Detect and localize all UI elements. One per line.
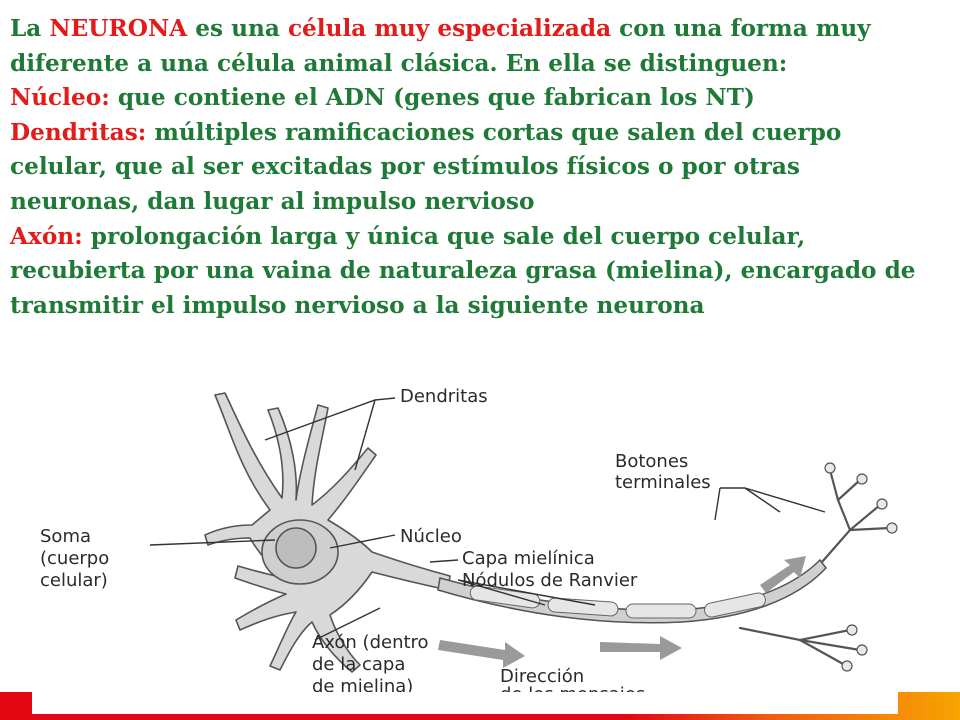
label-dendritas: Dendritas <box>400 386 488 407</box>
neuron-diagram: Dendritas Botones terminales Soma (cuerp… <box>40 386 898 700</box>
intro-line-2: diferente a una célula animal clásica. E… <box>10 49 788 77</box>
terminal-branches <box>738 468 892 667</box>
label-soma-1: Soma <box>40 526 91 547</box>
label-soma-2: (cuerpo <box>40 548 109 569</box>
footer-white-strip <box>32 692 898 714</box>
intro-text: La <box>10 15 50 42</box>
label-direccion-1: Dirección <box>500 666 584 687</box>
label-axon-2: de la capa <box>312 654 405 675</box>
axon-desc: prolongación larga y única que sale del … <box>82 222 806 250</box>
axon-line-1: Axón: prolongación larga y única que sal… <box>10 220 955 255</box>
terminal-buttons <box>824 462 898 672</box>
leader-lines <box>149 397 826 641</box>
label-botones-2: terminales <box>615 472 711 493</box>
celula-term: célula muy especializada <box>287 15 612 42</box>
dendritas-line-2: celular, que al ser excitadas por estímu… <box>10 153 800 181</box>
axon-line-2: recubierta por una vaina de naturaleza g… <box>10 257 916 285</box>
intro-text: es una <box>187 15 288 42</box>
neurona-term: NEURONA <box>49 15 188 42</box>
diagram-labels: Dendritas Botones terminales Soma (cuerp… <box>40 386 711 700</box>
axon-line-3: transmitir el impulso nervioso a la sigu… <box>10 291 705 319</box>
dendritas-desc: múltiples ramificaciones cortas que sale… <box>146 118 842 146</box>
nucleo-desc: que contiene el ADN (genes que fabrican … <box>109 84 755 112</box>
label-nodulos: Nódulos de Ranvier <box>462 570 638 591</box>
label-botones-1: Botones <box>615 451 688 472</box>
dendritas-term: Dendritas: <box>10 118 147 146</box>
direction-arrows <box>438 556 806 668</box>
label-axon-1: Axón (dentro <box>312 632 429 653</box>
axon-term: Axón: <box>10 222 83 250</box>
intro-text: con una forma muy <box>611 15 871 42</box>
label-soma-3: celular) <box>40 570 108 591</box>
label-axon-3: de mielina) <box>312 676 413 697</box>
nucleo-line: Núcleo: que contiene el ADN (genes que f… <box>10 81 955 116</box>
dendritas-line-3: neuronas, dan lugar al impulso nervioso <box>10 187 535 215</box>
label-nucleo: Núcleo <box>400 526 462 547</box>
description-text: La NEURONA es una célula muy especializa… <box>10 12 955 323</box>
label-capa: Capa mielínica <box>462 548 595 569</box>
dendritas-line-1: Dendritas: múltiples ramificaciones cort… <box>10 116 955 151</box>
myelin-segments <box>469 585 766 619</box>
intro-line-1: La NEURONA es una célula muy especializa… <box>10 12 955 47</box>
nucleo-term: Núcleo: <box>10 84 110 112</box>
neuron-drawing <box>204 392 451 673</box>
